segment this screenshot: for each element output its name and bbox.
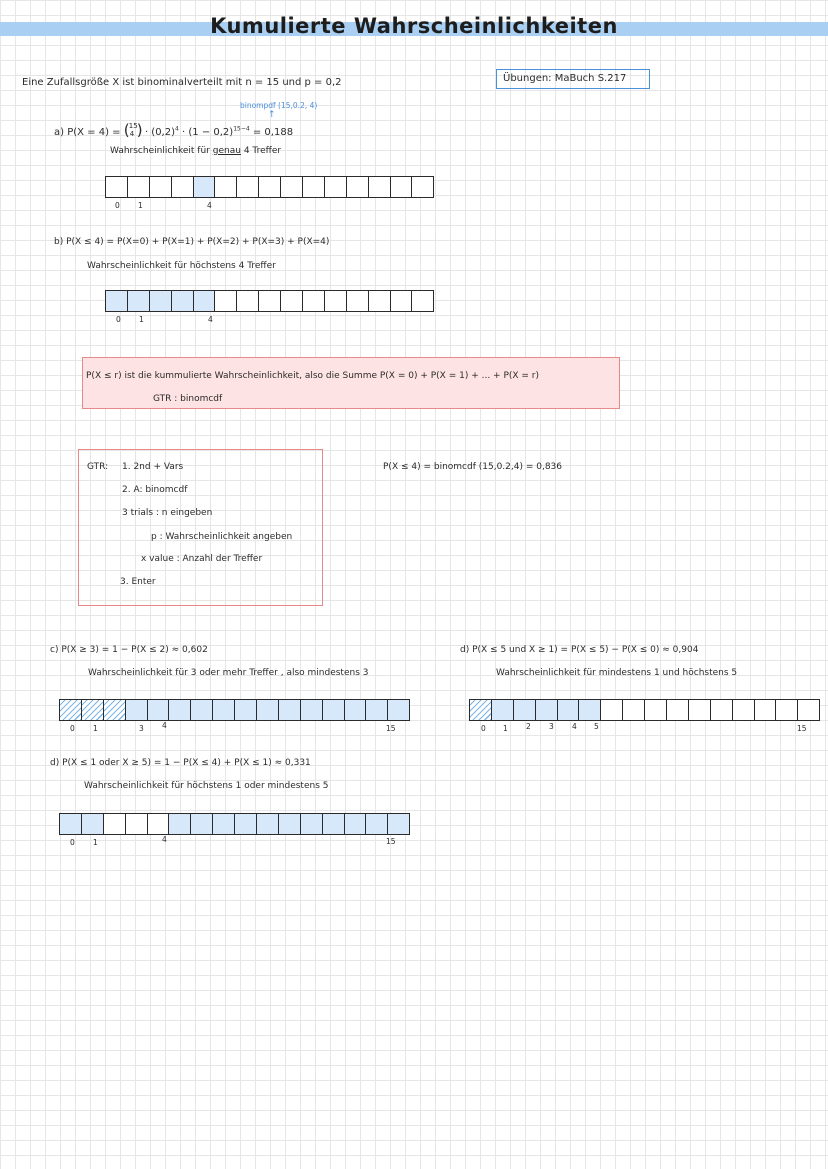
axis-label: 1	[139, 315, 144, 324]
definition-line-2: GTR : binomcdf	[153, 394, 223, 404]
axis-label: 0	[481, 724, 486, 733]
box-row-c	[59, 699, 411, 721]
part-c-caption: Wahrscheinlichkeit für 3 oder mehr Treff…	[88, 668, 369, 678]
part-a-formula-mid: · (0,2)	[144, 127, 176, 138]
part-b-caption: Wahrscheinlichkeit für höchstens 4 Treff…	[87, 261, 276, 271]
binomial-coefficient: ( 15 4 )	[123, 121, 143, 139]
gtr-label: GTR:	[87, 462, 109, 472]
axis-label: 0	[70, 724, 75, 733]
part-a-formula: a) P(X = 4) = ( 15 4 ) · (0,2)4 · (1 − 0…	[54, 121, 294, 140]
box-row-a	[105, 176, 435, 198]
part-a-formula-left: a) P(X = 4) =	[54, 127, 121, 138]
part-a-exp2: 15−4	[233, 125, 250, 133]
axis-label: 3	[139, 724, 144, 733]
part-a-formula-mid2: · (1 − 0,2)	[182, 127, 234, 138]
gtr-step-3-x: x value : Anzahl der Treffer	[141, 554, 263, 564]
exercise-reference-box: Übungen: MaBuch S.217	[496, 69, 650, 89]
arrow-up-icon: ↑	[268, 110, 276, 120]
axis-label: 0	[70, 838, 75, 847]
axis-label: 15	[386, 724, 396, 733]
axis-label: 2	[526, 722, 531, 731]
part-d1-caption: Wahrscheinlichkeit für mindestens 1 und …	[496, 668, 738, 678]
gtr-steps-box: GTR: 1. 2nd + Vars 2. A: binomcdf 3 tria…	[78, 449, 323, 606]
gtr-result: P(X ≤ 4) = binomcdf (15,0.2,4) = 0,836	[383, 462, 563, 472]
gtr-step-3-p: p : Wahrscheinlichkeit angeben	[151, 532, 293, 542]
axis-label: 4	[162, 721, 167, 730]
definition-box: P(X ≤ r) ist die kummulierte Wahrscheinl…	[82, 357, 620, 409]
page-title: Kumulierte Wahrscheinlichkeiten	[210, 14, 618, 38]
axis-label: 4	[572, 722, 577, 731]
axis-label: 1	[503, 724, 508, 733]
part-d2-formula: d) P(X ≤ 1 oder X ≥ 5) = 1 − P(X ≤ 4) + …	[50, 758, 311, 768]
axis-label: 1	[93, 724, 98, 733]
underlined-word: genau	[212, 146, 241, 156]
part-a-result: = 0,188	[252, 127, 294, 138]
box-row-d1	[469, 699, 821, 721]
box-row-b	[105, 290, 435, 312]
box-row-d2	[59, 813, 411, 835]
axis-label: 4	[207, 201, 212, 210]
gtr-step-2: 2. A: binomcdf	[122, 485, 188, 495]
axis-label: 15	[797, 724, 807, 733]
intro-text: Eine Zufallsgröße X ist binominalverteil…	[22, 77, 342, 88]
axis-label: 1	[138, 201, 143, 210]
axis-label: 5	[594, 722, 599, 731]
gtr-step-1: 1. 2nd + Vars	[122, 462, 184, 472]
title-highlight	[0, 22, 828, 36]
part-b-formula: b) P(X ≤ 4) = P(X=0) + P(X=1) + P(X=2) +…	[54, 237, 330, 247]
gtr-step-4: 3. Enter	[120, 577, 156, 587]
part-a-caption: Wahrscheinlichkeit für genau 4 Treffer	[110, 146, 282, 156]
binompdf-annotation: binompdf (15,0.2, 4)	[240, 101, 318, 110]
axis-label: 0	[116, 315, 121, 324]
part-a-exp1: 4	[175, 125, 179, 133]
part-d1-formula: d) P(X ≤ 5 und X ≥ 1) = P(X ≤ 5) − P(X ≤…	[460, 645, 699, 655]
axis-label: 15	[386, 837, 396, 846]
axis-label: 4	[162, 835, 167, 844]
part-c-formula: c) P(X ≥ 3) = 1 − P(X ≤ 2) ≈ 0,602	[50, 645, 208, 655]
axis-label: 3	[549, 722, 554, 731]
axis-label: 4	[208, 315, 213, 324]
definition-line-1: P(X ≤ r) ist die kummulierte Wahrscheinl…	[86, 371, 540, 381]
axis-label: 0	[115, 201, 120, 210]
gtr-step-3: 3 trials : n eingeben	[122, 508, 213, 518]
part-d2-caption: Wahrscheinlichkeit für höchstens 1 oder …	[84, 781, 329, 791]
axis-label: 1	[93, 838, 98, 847]
